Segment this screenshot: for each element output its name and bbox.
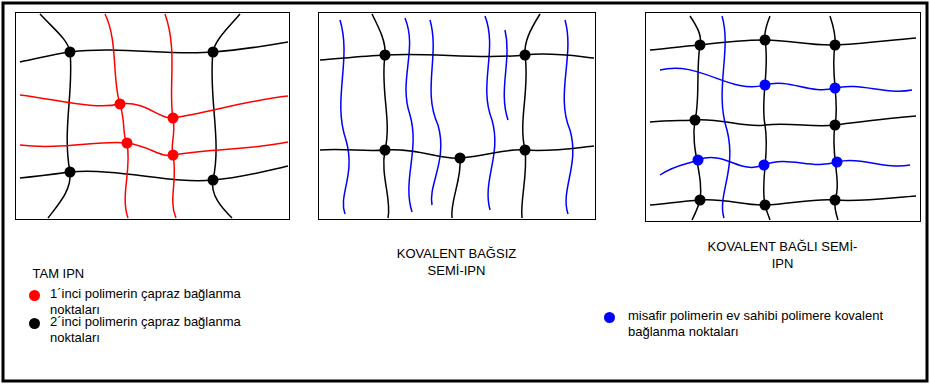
guest-chain xyxy=(660,68,912,91)
panel-caption: KOVALENT BAĞLI SEMİ-IPN xyxy=(708,238,858,272)
crosslink-dot xyxy=(65,167,76,178)
guest-chain xyxy=(504,30,508,120)
crosslink-dots xyxy=(690,35,843,211)
guest-chain xyxy=(722,16,730,218)
semi-ipn-network xyxy=(320,14,594,218)
covalent-dot xyxy=(832,157,843,168)
panel-caption: KOVALENT BAĞSIZ SEMİ-IPN xyxy=(382,245,532,279)
host-chain xyxy=(650,38,916,50)
guest-chain xyxy=(340,20,349,214)
legend-text: 2´inci polimerin çapraz bağlanma noktala… xyxy=(50,314,285,346)
panel-caption: TAM IPN xyxy=(33,265,183,282)
crosslink-dot xyxy=(695,40,706,51)
panel-box: TAM IPN xyxy=(15,12,290,220)
outer-frame xyxy=(3,3,927,381)
crosslink-dot xyxy=(520,145,531,156)
bonded-semi-ipn-network xyxy=(650,16,916,220)
crosslink-dots xyxy=(65,47,219,186)
host-chain xyxy=(522,14,540,218)
host-chain xyxy=(764,16,770,220)
host-chain xyxy=(320,54,594,60)
polymer-chain xyxy=(212,14,240,218)
legend-swatch xyxy=(29,318,40,329)
host-chain xyxy=(372,14,389,218)
full-ipn-network xyxy=(20,14,288,218)
guest-chain xyxy=(405,18,413,212)
guest-chain xyxy=(430,20,441,205)
crosslink-dot xyxy=(208,175,219,186)
host-chain xyxy=(650,196,916,205)
legend-text: 1´inci polimerin çapraz bağlanma noktala… xyxy=(50,286,285,318)
legend-item: 2´inci polimerin çapraz bağlanma noktala… xyxy=(29,314,285,348)
crosslink-dot xyxy=(380,50,391,61)
polymer-chain xyxy=(20,142,288,155)
covalent-dot xyxy=(830,83,841,94)
crosslink-dot xyxy=(695,195,706,206)
legend-swatch xyxy=(604,312,615,323)
crosslink-dot xyxy=(830,195,841,206)
polymer-chain xyxy=(105,14,128,218)
legend-swatch xyxy=(29,290,40,301)
crosslink-dot xyxy=(122,138,133,149)
covalent-dot xyxy=(693,155,704,166)
caption-holder: KOVALENT BAĞLI SEMİ-IPN xyxy=(708,238,858,272)
crosslink-dots xyxy=(380,50,531,164)
crosslink-dot xyxy=(520,50,531,61)
guest-chain xyxy=(485,16,495,210)
caption-holder: KOVALENT BAĞSIZ SEMİ-IPN xyxy=(382,245,532,279)
crosslink-dot xyxy=(168,150,179,161)
crosslink-dot xyxy=(690,115,701,126)
panel-box: KOVALENT BAĞLI SEMİ-IPN xyxy=(645,12,921,222)
legend-item: misafir polimerin ev sahibi polimere kov… xyxy=(604,308,920,342)
crosslink-dot xyxy=(830,40,841,51)
caption-holder: TAM IPN xyxy=(33,265,183,282)
polymer-chain xyxy=(20,42,288,62)
crosslink-dot xyxy=(380,145,391,156)
crosslink-dot xyxy=(455,153,466,164)
crosslink-dot xyxy=(760,200,771,211)
crosslink-dot xyxy=(65,47,76,58)
covalent-dot xyxy=(760,80,771,91)
polymer-chain xyxy=(20,166,288,181)
crosslink-dot xyxy=(168,113,179,124)
crosslink-dot xyxy=(208,47,219,58)
host-chain xyxy=(452,158,460,218)
crosslink-dot xyxy=(830,120,841,131)
polymer-chain xyxy=(40,14,71,218)
guest-chain xyxy=(564,20,573,214)
crosslink-dot xyxy=(115,99,126,110)
covalent-dot xyxy=(759,160,770,171)
crosslink-dot xyxy=(760,35,771,46)
legend-text: misafir polimerin ev sahibi polimere kov… xyxy=(628,308,920,340)
polymer-chain xyxy=(20,95,288,118)
panel-box: KOVALENT BAĞSIZ SEMİ-IPN xyxy=(318,12,596,220)
